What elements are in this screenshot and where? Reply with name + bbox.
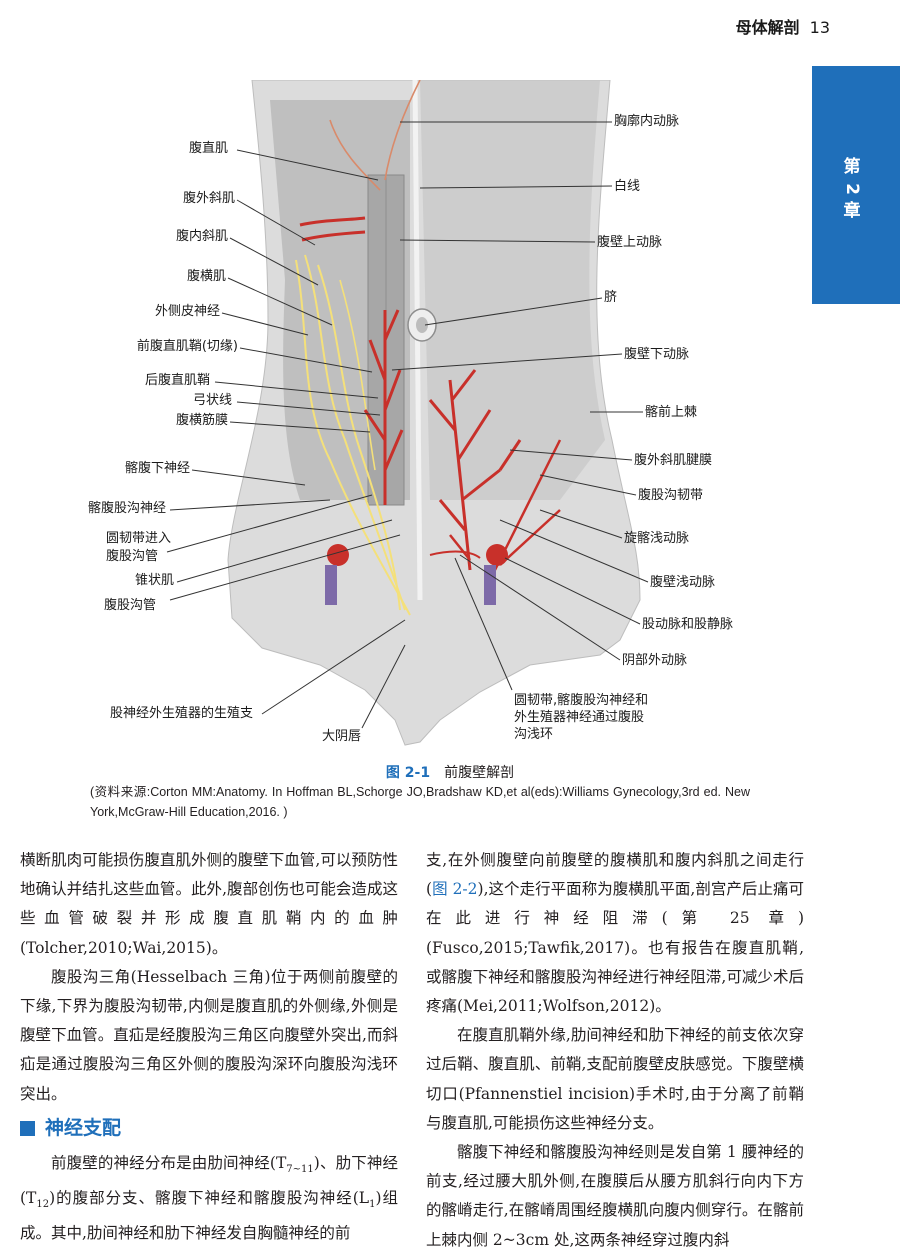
label-superficial-ring-line-1: 圆韧带,髂腹股沟神经和 [514,693,649,708]
chapter-char-3: 章 [843,201,861,221]
chapter-tab: 第 2 章 [812,66,900,304]
figure-source: (资料来源:Corton MM:Anatomy. In Hoffman BL,S… [90,785,750,819]
label-superficial-ring-line-3: 沟浅环 [514,727,554,742]
label-transversalis-fascia: 腹横筋膜 [175,413,228,428]
label-ilioinguinal-nerve: 髂腹股沟神经 [87,501,166,516]
label-external-oblique: 腹外斜肌 [182,191,235,206]
label-internal-thoracic-artery: 胸廓内动脉 [614,114,680,129]
label-superficial-circumflex-iliac-artery: 旋髂浅动脉 [624,531,690,546]
label-umbilicus: 脐 [604,290,618,305]
section-title: 神经支配 [45,1117,122,1140]
label-linea-alba: 白线 [614,179,641,194]
label-superficial-epigastric-artery: 腹壁浅动脉 [650,575,716,590]
running-title: 母体解剖 [735,18,800,37]
figure-link[interactable]: 图 2-2 [432,880,478,899]
label-inguinal-ligament: 腹股沟韧带 [638,488,704,503]
section-square-icon [20,1121,35,1137]
paragraph-4: 支,在外侧腹壁向前腹壁的腹横肌和腹内斜肌之间走行(图 2-2),这个走行平面称为… [426,851,804,1016]
label-round-ligament-entering: 圆韧带进入 [106,531,172,546]
anatomy-illustration [166,80,649,746]
figure-title: 前腹壁解剖 [444,765,515,781]
figure-number: 图 2-1 [385,765,431,781]
label-rectus-abdominis: 腹直肌 [188,141,228,156]
paragraph-1: 横断肌肉可能损伤腹直肌外侧的腹壁下血管,可以预防性地确认并结扎这些血管。此外,腹… [20,851,398,957]
label-labia-majora: 大阴唇 [322,729,362,744]
label-inguinal-canal-entry: 腹股沟管 [106,549,159,564]
page-number: 13 [809,18,830,37]
anatomy-figure: 腹直肌 腹外斜肌 腹内斜肌 腹横肌 外侧皮神经 前腹直肌鞘(切缘) 后腹直肌鞘 … [0,80,900,760]
label-genital-branch-genitofemoral: 股神经外生殖器的生殖支 [110,706,254,721]
label-anterior-superior-iliac-spine: 髂前上棘 [645,405,698,420]
label-pyramidalis: 锥状肌 [134,573,174,588]
label-superior-epigastric-artery: 腹壁上动脉 [597,235,663,250]
label-femoral-artery-vein: 股动脉和股静脉 [642,617,734,632]
section-heading: 神经支配 [20,1109,398,1149]
running-header: 母体解剖 13 [736,14,830,38]
label-external-pudendal-artery: 阴部外动脉 [622,653,688,668]
paragraph-5: 在腹直肌鞘外缘,肋间神经和肋下神经的前支依次穿过后鞘、腹直肌、前鞘,支配前腹壁皮… [426,1026,804,1132]
left-column: 横断肌肉可能损伤腹直肌外侧的腹壁下血管,可以预防性地确认并结扎这些血管。此外,腹… [20,846,398,1249]
figure-caption: 图 2-1 前腹壁解剖 [0,762,900,782]
paragraph-6: 髂腹下神经和髂腹股沟神经则是发自第 1 腰神经的前支,经过腰大肌外侧,在腹膜后从… [426,1143,804,1249]
right-column: 支,在外侧腹壁向前腹壁的腹横肌和腹内斜肌之间走行(图 2-2),这个走行平面称为… [426,846,804,1255]
label-anterior-rectus-sheath: 前腹直肌鞘(切缘) [136,339,238,354]
label-external-oblique-aponeurosis: 腹外斜肌腱膜 [634,453,713,468]
label-inguinal-canal: 腹股沟管 [103,598,156,613]
label-posterior-rectus-sheath: 后腹直肌鞘 [144,373,210,388]
label-iliohypogastric-nerve: 髂腹下神经 [124,461,190,476]
paragraph-2: 腹股沟三角(Hesselbach 三角)位于两侧前腹壁的下缘,下界为腹股沟韧带,… [20,967,398,1103]
label-arcuate-line: 弓状线 [192,393,232,408]
chapter-char-1: 第 [843,157,861,177]
label-transversus-abdominis: 腹横肌 [186,269,226,284]
label-inferior-epigastric-artery: 腹壁下动脉 [624,347,690,362]
label-superficial-ring-line-2: 外生殖器神经通过腹股 [514,710,645,725]
label-lateral-cutaneous-nerve: 外侧皮神经 [154,304,220,319]
paragraph-3: 前腹壁的神经分布是由肋间神经(T7~11)、肋下神经(T12)的腹部分支、髂腹下… [20,1153,398,1243]
label-internal-oblique: 腹内斜肌 [175,229,228,244]
